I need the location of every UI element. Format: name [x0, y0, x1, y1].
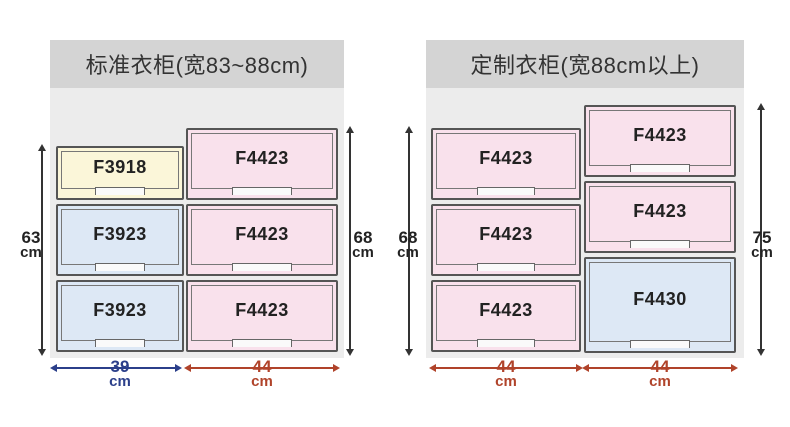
height-arrow-left — [38, 144, 46, 356]
drawer-F4430: F4430 — [584, 257, 736, 353]
height-label-left: 68 cm — [397, 228, 419, 261]
drawer-F4423: F4423 — [186, 128, 338, 200]
drawer-code: F4423 — [235, 147, 289, 168]
width-label-44-left: 44 cm — [495, 357, 517, 390]
width-arrow-44-right — [582, 364, 738, 372]
drawer-code: F4423 — [633, 200, 687, 221]
standard-wardrobe-title: 标准衣柜(宽83~88cm) — [50, 40, 344, 88]
drawer-F4423: F4423 — [584, 105, 736, 177]
height-arrow-right — [346, 126, 354, 356]
width-arrow-44 — [184, 364, 340, 372]
drawer-F3923: F3923 — [56, 280, 184, 352]
width-arrow-39 — [50, 364, 182, 372]
custom-wardrobe-title: 定制衣柜(宽88cm以上) — [426, 40, 744, 88]
drawer-F3918: F3918 — [56, 146, 184, 200]
drawer-code: F3923 — [93, 299, 147, 320]
drawer-F4423: F4423 — [584, 181, 736, 253]
drawer-code: F4423 — [479, 299, 533, 320]
drawer-code: F3923 — [93, 223, 147, 244]
height-label-left: 63 cm — [20, 228, 42, 261]
height-label-right: 75 cm — [751, 228, 773, 261]
drawer-code: F4423 — [235, 223, 289, 244]
drawer-F4423: F4423 — [186, 204, 338, 276]
drawer-F3923: F3923 — [56, 204, 184, 276]
drawer-code: F3918 — [93, 156, 147, 177]
height-arrow-right — [757, 103, 765, 356]
drawer-code: F4423 — [479, 223, 533, 244]
width-label-44: 44 cm — [251, 357, 273, 390]
width-arrow-44-left — [429, 364, 583, 372]
drawer-F4423: F4423 — [431, 128, 581, 200]
drawer-code: F4423 — [633, 124, 687, 145]
drawer-code: F4423 — [235, 299, 289, 320]
height-arrow-left — [405, 126, 413, 356]
width-label-39: 39 cm — [109, 357, 131, 390]
drawer-code: F4430 — [633, 288, 687, 309]
drawer-F4423: F4423 — [186, 280, 338, 352]
drawer-F4423: F4423 — [431, 280, 581, 352]
width-label-44-right: 44 cm — [649, 357, 671, 390]
drawer-code: F4423 — [479, 147, 533, 168]
drawer-F4423: F4423 — [431, 204, 581, 276]
height-label-right: 68 cm — [352, 228, 374, 261]
